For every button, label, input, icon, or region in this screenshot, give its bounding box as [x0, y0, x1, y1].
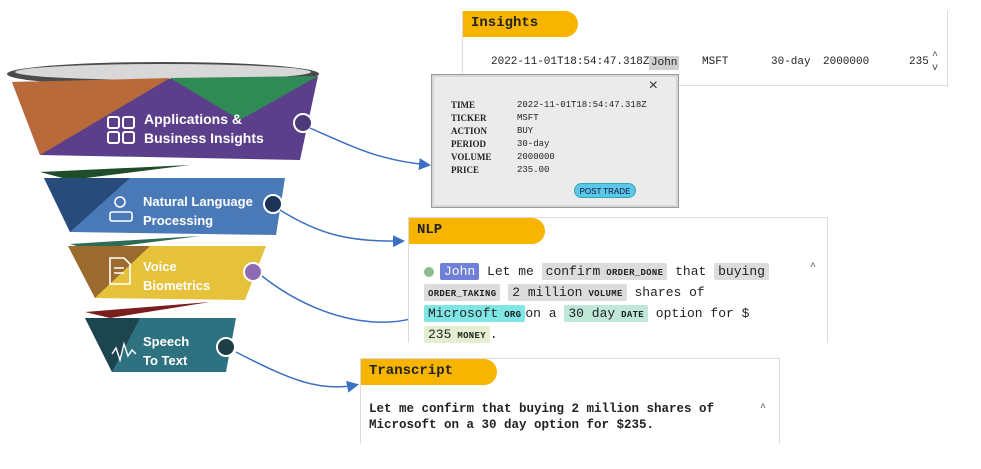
transcript-panel: Transcript Let me confirm that buying 2 … [360, 358, 780, 444]
transcript-line: Let me confirm that buying 2 million sha… [369, 402, 715, 416]
close-icon[interactable]: × [648, 77, 658, 94]
funnel-layer-speech [85, 302, 236, 372]
nlp-panel: NLP John Let me confirm ORDER_DONE that b… [408, 217, 828, 343]
transcript-line: Microsoft on a 30 day option for $235. [369, 418, 655, 432]
scroll-up-icon[interactable]: ^ [809, 262, 816, 273]
entity-label: MONEY [457, 331, 486, 341]
funnel-label-line: To Text [143, 353, 188, 368]
funnel-label-line: Natural Language [143, 194, 253, 209]
entity-order-done[interactable]: confirm ORDER_DONE [541, 263, 668, 280]
funnel-label-voice: Voice Biometrics [143, 257, 210, 295]
field-value: BUY [517, 126, 534, 136]
entity-person[interactable]: John [440, 263, 480, 280]
insights-price: 235 [909, 56, 929, 68]
funnel-label-line: Business Insights [144, 130, 264, 146]
nlp-text-span: Let me [487, 264, 534, 279]
insights-period: 30-day [771, 56, 811, 68]
entity-org[interactable]: Microsoft ORG [424, 305, 526, 322]
insights-scrollbar[interactable]: ^ v [929, 51, 941, 75]
entity-label: ORG [504, 310, 522, 320]
funnel-label-line: Applications & [144, 111, 243, 127]
entity-label: VOLUME [588, 289, 623, 299]
speaker-dot-icon [424, 266, 434, 277]
funnel-layer-voice [68, 236, 266, 300]
insights-time: 2022-11-01T18:54:47.318Z [491, 56, 650, 68]
field-key: TIME [451, 100, 476, 110]
layer-dot-applications [293, 113, 313, 133]
arrow-nlp-to-nlp-panel [279, 209, 405, 248]
entity-order-taking-word[interactable]: buying [714, 263, 769, 280]
field-key: VOLUME [451, 152, 492, 162]
entity-text: 235 [428, 327, 452, 342]
nlp-text-span: on a [525, 306, 557, 321]
entity-money[interactable]: 235 MONEY [424, 326, 490, 343]
funnel-label-nlp: Natural Language Processing [143, 192, 253, 230]
funnel-label-line: Voice [143, 259, 177, 274]
nlp-annotated-text: John Let me confirm ORDER_DONE that buyin… [424, 262, 804, 346]
transcript-text: Let me confirm that buying 2 million sha… [369, 401, 754, 433]
insights-panel: Insights 2022-11-01T18:54:47.318Z John M… [462, 11, 948, 86]
funnel-layer-nlp [40, 165, 285, 235]
entity-label: ORDER_DONE [606, 268, 664, 278]
insights-title: Insights [463, 11, 578, 37]
scroll-down-icon[interactable]: v [931, 63, 938, 74]
insights-row[interactable]: 2022-11-01T18:54:47.318Z John MSFT 30-da… [491, 56, 929, 152]
scroll-up-icon[interactable]: ^ [759, 403, 766, 414]
field-value: 30-day [517, 139, 550, 149]
entity-label: ORDER_TAKING [428, 289, 497, 299]
funnel-label-line: Speech [143, 334, 190, 349]
speech-waveform-icon [111, 341, 137, 363]
nlp-text-span: shares [634, 285, 682, 300]
layer-dot-speech [216, 337, 236, 357]
arrow-applications-to-insights [309, 127, 431, 171]
insights-ticker: MSFT [702, 56, 729, 68]
insights-user: John [649, 56, 680, 70]
field-key: PERIOD [451, 139, 487, 149]
entity-text: confirm [545, 264, 601, 279]
trade-detail-popup: × TIME 2022-11-01T18:54:47.318Z TICKER MSF… [431, 74, 679, 208]
funnel-label-speech: Speech To Text [143, 332, 189, 370]
nlp-text-span: of [689, 285, 705, 300]
funnel-label-applications: Applications & Business Insights [144, 110, 264, 148]
voice-document-icon [109, 257, 131, 285]
nlp-text-span: option for $ [655, 306, 750, 321]
arrow-speech-to-transcript [235, 351, 359, 393]
field-value: 2000000 [517, 152, 555, 162]
nlp-scrollbar[interactable]: ^ [807, 262, 819, 274]
gear-user-icon [109, 196, 133, 222]
insights-volume: 2000000 [823, 56, 870, 68]
entity-text: Microsoft [428, 306, 499, 321]
apps-grid-icon [107, 116, 135, 144]
entity-label: DATE [621, 310, 644, 320]
field-value: MSFT [517, 113, 539, 123]
field-value: 235.00 [517, 165, 550, 175]
transcript-title: Transcript [361, 359, 497, 385]
field-key: ACTION [451, 126, 488, 136]
nlp-title: NLP [409, 218, 545, 244]
layer-dot-nlp [263, 194, 283, 214]
entity-text: 30 day [568, 306, 616, 321]
field-key: PRICE [451, 165, 480, 175]
field-key: TICKER [451, 113, 487, 123]
field-value: 2022-11-01T18:54:47.318Z [517, 100, 647, 110]
scroll-up-icon[interactable]: ^ [931, 51, 938, 62]
entity-text: 2 million [512, 285, 583, 300]
funnel-label-line: Biometrics [143, 278, 211, 293]
entity-order-taking[interactable]: ORDER_TAKING [424, 284, 501, 301]
entity-volume[interactable]: 2 million VOLUME [508, 284, 627, 301]
nlp-text-span: that [675, 264, 707, 279]
nlp-text-span: . [489, 327, 498, 342]
post-trade-button[interactable]: POST TRADE [574, 183, 636, 198]
transcript-scrollbar[interactable]: ^ [757, 403, 769, 415]
funnel-layer-applications [12, 76, 318, 160]
entity-date[interactable]: 30 day DATE [564, 305, 648, 322]
funnel-label-line: Processing [143, 213, 214, 228]
layer-dot-voice [243, 262, 263, 282]
